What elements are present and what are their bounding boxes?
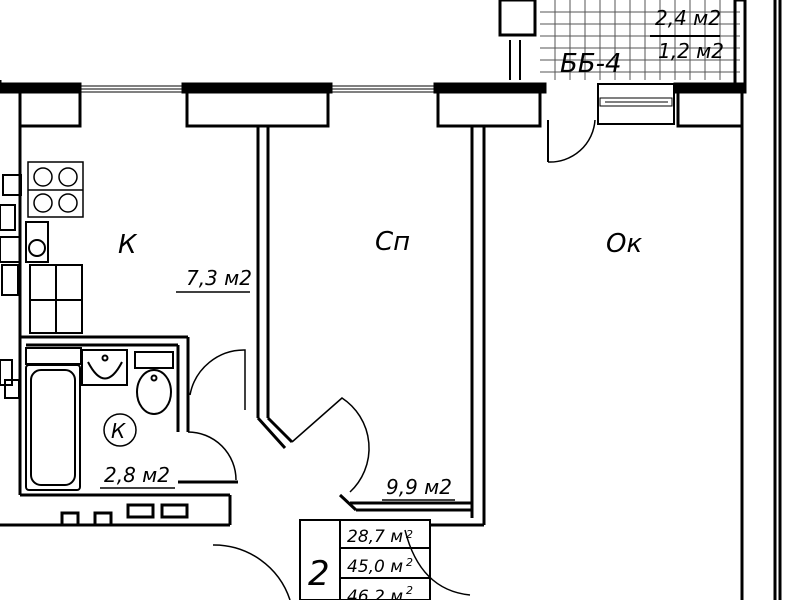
ventilation-icon [103,413,137,447]
apartment-area-total: 45,0 м [347,557,403,577]
living-right-wall [740,0,782,600]
bedroom-left-wall [256,126,294,450]
rooms-count: 2 [308,554,330,594]
living-label: Ок [606,229,642,259]
sup-2-a: 2 [406,528,413,541]
bathroom-walls [20,335,238,497]
living-area-total: 28,7 м [347,527,403,547]
balcony-area-full: 2,4 м2 [655,6,721,30]
window-piers [18,90,744,128]
balcony-area-reduced: 1,2 м2 [658,39,724,63]
apartment-summary-table [299,519,431,600]
washing-area [25,221,83,334]
toilet [134,351,174,415]
entrance-door-arc [404,529,471,596]
apartment-area-with-balcony: 46,2 м [347,587,403,600]
sup-2-b: 2 [406,556,413,569]
bedroom-right-wall [300,126,486,527]
bathroom-door [187,431,237,481]
balcony-label: ББ-4 [560,49,622,79]
bedroom-door [291,397,370,493]
bedroom-area: 9,9 м2 [386,475,452,499]
left-fixtures [0,174,22,399]
balcony-door [547,119,596,163]
windows [79,83,675,125]
entry-door [212,544,291,600]
top-exterior-wall [0,82,747,94]
bathroom-label: К [111,419,126,443]
kitchen-door [189,349,246,410]
corridor-walls [0,493,232,527]
stove [27,161,84,218]
bathtub [25,347,82,491]
bedroom-label: Сп [375,227,410,257]
bathroom-area: 2,8 м2 [104,463,170,487]
bathroom-sink [81,349,128,386]
kitchen-label: К [118,230,138,260]
kitchen-area: 7,3 м2 [186,266,252,290]
sup-2-c: 2 [406,584,413,597]
